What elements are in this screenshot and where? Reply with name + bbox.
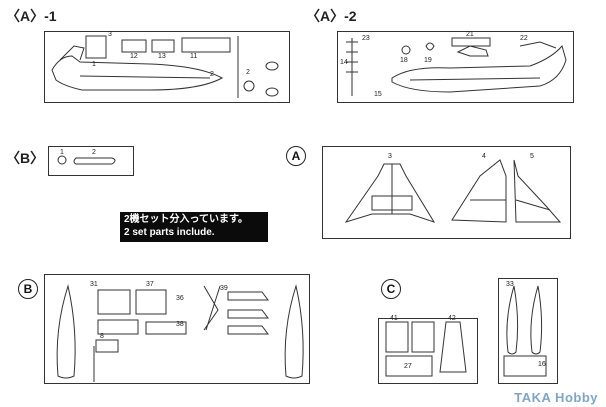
a2-num-22: 22 xyxy=(520,35,528,42)
set-note-en: 2 set parts include. xyxy=(124,227,215,238)
sheet-label-b: 〈B〉 xyxy=(6,150,45,166)
a1-num-2b: 2 xyxy=(246,69,250,76)
a1-num-12: 12 xyxy=(130,53,138,60)
sheet-label-a1: 〈A〉-1 xyxy=(6,8,57,24)
pb-num-37: 37 xyxy=(146,281,154,288)
pb-num-8: 8 xyxy=(100,333,104,340)
pb-num-31: 31 xyxy=(90,281,98,288)
pc-num-41: 41 xyxy=(390,315,398,322)
sprue-a-wings xyxy=(322,146,571,239)
pc-num-27: 27 xyxy=(404,363,412,370)
a1-num-13: 13 xyxy=(158,53,166,60)
sprue-b-large xyxy=(44,274,310,384)
pa-num-5: 5 xyxy=(530,153,534,160)
pc-num-16: 16 xyxy=(538,361,546,368)
part-label-a: A xyxy=(286,146,306,166)
a2-num-23: 23 xyxy=(362,35,370,42)
a1-num-1: 1 xyxy=(92,61,96,68)
a1-num-11: 11 xyxy=(190,53,197,60)
pb-num-39: 39 xyxy=(220,285,228,292)
a2-num-14: 14 xyxy=(340,59,348,66)
set-note: 2機セット分入っています。 2 set parts include. xyxy=(120,212,268,242)
a2-num-15: 15 xyxy=(374,91,382,98)
watermark: TAKA Hobby xyxy=(514,390,598,405)
a2-num-18: 18 xyxy=(400,57,408,64)
pc-num-33: 33 xyxy=(506,281,514,288)
b-num-1: 1 xyxy=(60,149,64,156)
pb-num-38: 38 xyxy=(176,321,184,328)
a2-num-21: 21 xyxy=(466,31,474,38)
sheet-label-a2: 〈A〉-2 xyxy=(306,8,357,24)
sprue-b-small xyxy=(48,146,134,176)
sprue-c-tall xyxy=(498,278,558,384)
pa-num-4: 4 xyxy=(482,153,486,160)
pa-num-3: 3 xyxy=(388,153,392,160)
part-label-b: B xyxy=(18,279,38,299)
part-label-c: C xyxy=(381,279,401,299)
b-num-2: 2 xyxy=(92,149,96,156)
pb-num-36: 36 xyxy=(176,295,184,302)
pc-num-42: 42 xyxy=(448,315,456,322)
set-note-jp: 2機セット分入っています。 xyxy=(124,214,249,225)
a2-num-19: 19 xyxy=(424,57,432,64)
a1-num-3: 3 xyxy=(108,31,112,38)
a1-num-2: 2 xyxy=(210,71,214,78)
